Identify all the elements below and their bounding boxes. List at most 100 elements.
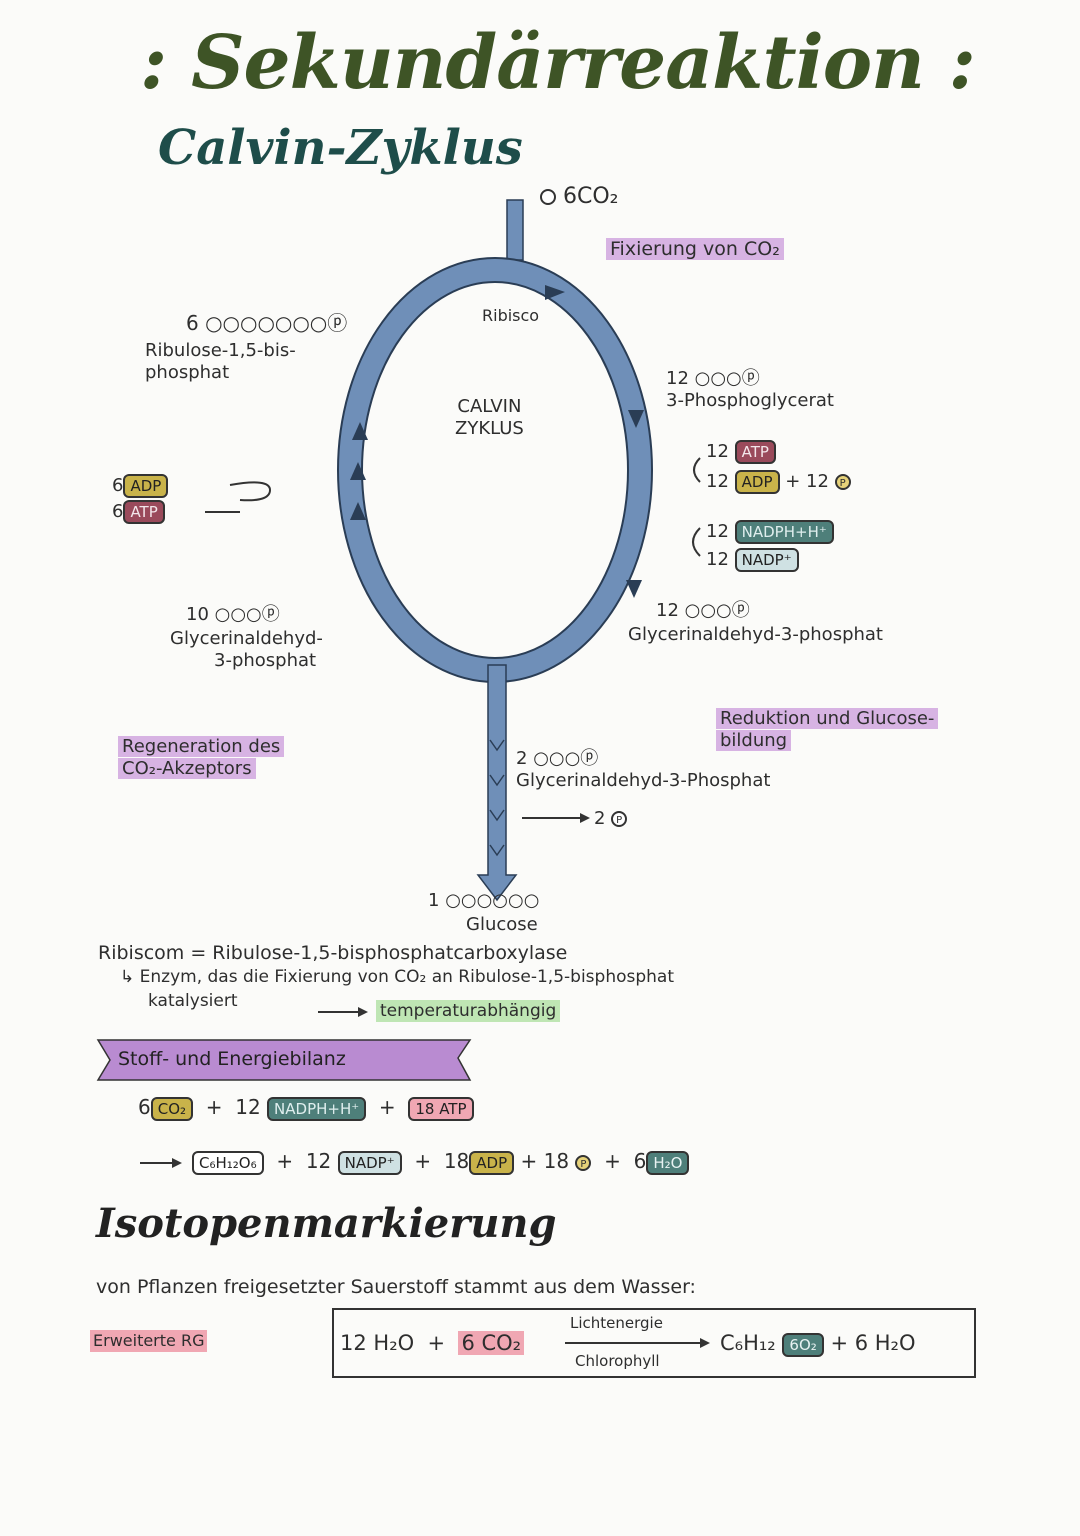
isotope-eq-right: C₆H₁₂ 6O₂ + 6 H₂O xyxy=(720,1331,916,1357)
isotopen-statement: von Pflanzen freigesetzter Sauerstoff st… xyxy=(96,1276,696,1298)
co2-input-arrow xyxy=(506,199,524,261)
rubp-molecule: 6 ○○○○○○○ⓟ xyxy=(186,312,347,334)
g3p10-line1: Glycerinaldehyd- xyxy=(170,628,323,649)
extended-rg-label: Erweiterte RG xyxy=(90,1330,208,1352)
p-glucose-tag: C₆H₁₂O₆ xyxy=(192,1151,264,1175)
r-nadph-tag: NADPH+H⁺ xyxy=(267,1097,367,1121)
adp-out-count: 12 xyxy=(706,471,729,492)
reduction-line2: bildung xyxy=(716,730,792,751)
nadph-count: 12 xyxy=(706,521,729,542)
atp-tag: ATP xyxy=(734,440,776,464)
phosphate-out: 2 P xyxy=(594,808,628,830)
r-co2-tag: CO₂ xyxy=(150,1097,194,1121)
r-atp-tag: 18 ATP xyxy=(408,1097,474,1121)
nadp-tag: NADP⁺ xyxy=(734,548,799,572)
reduction-label: Reduktion und Glucose- bildung xyxy=(716,708,939,752)
rubp-line1: Ribulose-1,5-bis- xyxy=(145,340,296,361)
cycle-center-line1: CALVIN xyxy=(457,396,522,417)
regeneration-label: Regeneration des CO₂-Akzeptors xyxy=(118,736,285,780)
bilanz-heading: Stoff- und Energiebilanz xyxy=(118,1048,346,1070)
eq-left2: 6 CO₂ xyxy=(458,1331,525,1355)
fixation-label: Fixierung von CO₂ xyxy=(606,238,784,260)
g3p2-count: 2 xyxy=(516,748,528,769)
p-nadp-tag: NADP⁺ xyxy=(337,1151,402,1175)
glucose-count: 1 xyxy=(428,890,440,911)
glucose-molecule: 1 ○○○○○○ xyxy=(428,890,539,912)
regen-atp-count: 6 xyxy=(112,501,124,522)
g3p2-molecule: 2 ○○○ⓟ xyxy=(516,748,598,770)
rubisco-note-line2: katalysiert xyxy=(148,991,238,1011)
nadp-out: 12 NADP⁺ xyxy=(706,548,799,572)
pga-name: 3-Phosphoglycerat xyxy=(666,390,834,411)
carbon-chain-icon: ○○○ⓟ xyxy=(694,368,760,389)
isotope-eq-left: 12 H₂O + 6 CO₂ xyxy=(340,1331,525,1355)
adp-out: 12 ADP + 12 P xyxy=(706,470,851,494)
rubp-count: 6 xyxy=(186,311,199,335)
g3p12-molecule: 12 ○○○ⓟ xyxy=(656,600,750,622)
eq-right1: C₆H₁₂ xyxy=(720,1331,776,1355)
rubp-name: Ribulose-1,5-bis- phosphat xyxy=(145,340,296,384)
eq-left1: 12 H₂O xyxy=(340,1331,415,1355)
eq-below: Chlorophyll xyxy=(575,1352,660,1370)
carbon-chain-icon: ○○○○○○○ⓟ xyxy=(205,311,348,335)
r-nadph-count: 12 xyxy=(235,1095,261,1119)
g3p10-line2: 3-phosphat xyxy=(214,650,317,671)
pga-molecule: 12 ○○○ⓟ 3-Phosphoglycerat xyxy=(666,368,834,412)
nadph-tag: NADPH+H⁺ xyxy=(734,520,834,544)
isotopen-heading: Isotopenmarkierung xyxy=(96,1200,557,1247)
co2-circle-icon xyxy=(540,189,556,205)
eq-above: Lichtenergie xyxy=(570,1314,663,1332)
pga-count: 12 xyxy=(666,368,689,389)
phosphate-icon: P xyxy=(834,474,851,490)
regen-adp-count: 6 xyxy=(112,475,124,496)
regeneration-line2: CO₂-Akzeptors xyxy=(118,758,256,779)
g3p10-molecule: 10 ○○○ⓟ xyxy=(186,604,280,626)
page-title: : Sekundärreaktion : xyxy=(140,20,976,106)
rubisco-definition: Ribiscom = Ribulose-1,5-bisphosphatcarbo… xyxy=(98,942,568,964)
g3p12-name: Glycerinaldehyd-3-phosphat xyxy=(628,624,883,645)
rubp-line2: phosphat xyxy=(145,362,230,383)
phosphate-out-count: 2 xyxy=(594,808,606,829)
cycle-center: CALVIN ZYKLUS xyxy=(455,396,524,440)
temperature-note: temperaturabhängig xyxy=(376,1000,561,1022)
cycle-center-line2: ZYKLUS xyxy=(455,418,524,439)
bilanz-banner xyxy=(96,1039,472,1081)
enzyme-label: Ribisco xyxy=(482,306,540,325)
carbon-chain-icon: ○○○ⓟ xyxy=(684,600,750,621)
co2-input: 6CO₂ xyxy=(540,186,619,208)
carbon-chain-icon: ○○○○○○ xyxy=(445,890,540,911)
rubisco-note-line1: ↳ Enzym, das die Fixierung von CO₂ an Ri… xyxy=(120,967,674,987)
g3p2-name: Glycerinaldehyd-3-Phosphat xyxy=(516,770,771,791)
p-h2o-tag: H₂O xyxy=(646,1151,690,1175)
carbon-chain-icon: ○○○ⓟ xyxy=(533,748,599,769)
r-co2-count: 6 xyxy=(138,1095,151,1119)
p-adp-tag: ADP xyxy=(469,1151,515,1175)
p-nadp-count: 12 xyxy=(305,1149,332,1173)
p-adp-count: 18 xyxy=(443,1149,470,1173)
g3p10-name: Glycerinaldehyd- 3-phosphat xyxy=(170,628,323,672)
p-h2o-count: 6 xyxy=(633,1149,647,1173)
g3p12-count: 12 xyxy=(656,600,679,621)
atp-in-count: 12 xyxy=(706,441,729,462)
carbon-chain-icon: ○○○ⓟ xyxy=(214,604,280,625)
atp-in: 12 ATP xyxy=(706,440,776,464)
phosphate-count: + 12 xyxy=(785,471,829,492)
nadp-count: 12 xyxy=(706,549,729,570)
regeneration-line1: Regeneration des xyxy=(118,736,285,757)
isotope-equation-box xyxy=(332,1308,976,1378)
phosphate-icon: P xyxy=(575,1154,592,1171)
glucose-output-arrow xyxy=(476,664,518,902)
adp-tag: ADP xyxy=(734,470,780,494)
page-subtitle: Calvin-Zyklus xyxy=(158,120,523,176)
eq-right2: 6O₂ xyxy=(782,1333,824,1357)
regen-adp-tag: ADP xyxy=(123,474,169,498)
regen-atp-tag: ATP xyxy=(123,500,165,524)
phosphate-icon: P xyxy=(611,811,628,827)
reduction-line1: Reduktion und Glucose- xyxy=(716,708,939,729)
eq-right3: 6 H₂O xyxy=(854,1331,916,1355)
